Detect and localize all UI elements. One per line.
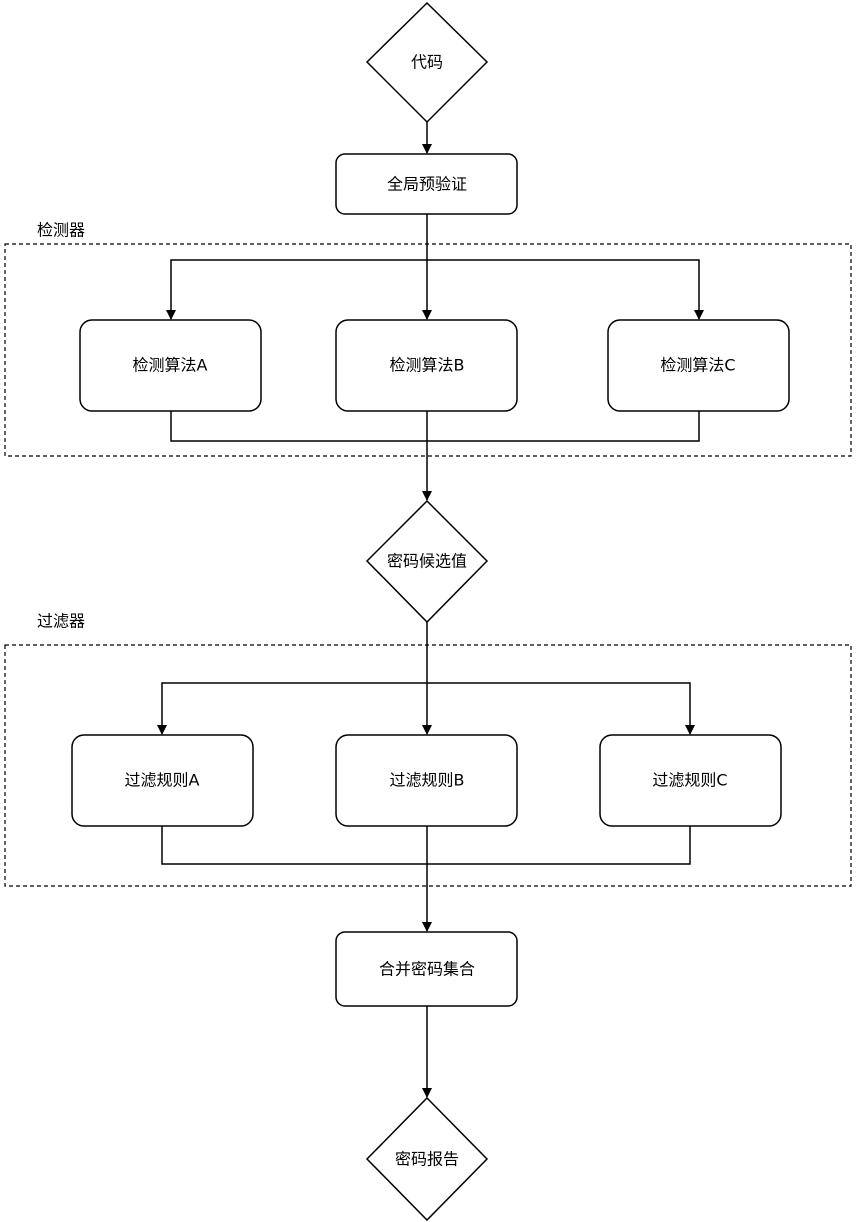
node-filter-b-label: 过滤规则B <box>390 771 465 790</box>
detector-group: 检测器 <box>4 221 852 457</box>
node-code-label: 代码 <box>411 53 443 72</box>
node-password-candidates-label: 密码候选值 <box>387 552 467 571</box>
node-detect-c-label: 检测算法C <box>660 356 735 375</box>
node-detect-a-label: 检测算法A <box>133 356 208 375</box>
edge-precheck-to-detect-c <box>427 259 704 320</box>
node-merge-password-set-label: 合并密码集合 <box>379 960 475 979</box>
node-detect-b: 检测算法B <box>335 319 518 412</box>
node-merge-password-set: 合并密码集合 <box>335 931 518 1007</box>
filter-group-border <box>4 644 852 887</box>
node-global-precheck-label: 全局预验证 <box>387 175 467 194</box>
merge-password-set-box <box>335 931 518 1007</box>
edges <box>157 122 704 1098</box>
node-password-candidates: 密码候选值 <box>365 499 489 624</box>
node-detect-c: 检测算法C <box>607 319 790 412</box>
node-filter-a: 过滤规则A <box>71 734 254 827</box>
detect-b-box <box>335 319 518 412</box>
password-report-diamond <box>365 1096 489 1222</box>
node-code: 代码 <box>365 1 489 124</box>
filter-b-box <box>335 734 518 827</box>
filter-a-box <box>71 734 254 827</box>
node-detect-b-label: 检测算法B <box>390 356 465 375</box>
detect-c-box <box>607 319 790 412</box>
password-candidates-diamond <box>365 499 489 624</box>
detect-a-box <box>79 319 262 412</box>
edge-detectors-join <box>170 411 700 442</box>
detector-group-border <box>4 243 852 457</box>
detector-group-title: 检测器 <box>37 221 85 240</box>
node-password-report: 密码报告 <box>365 1096 489 1222</box>
node-filter-c-label: 过滤规则C <box>652 771 727 790</box>
node-filter-c: 过滤规则C <box>599 734 782 827</box>
code-diamond <box>365 1 489 124</box>
node-global-precheck: 全局预验证 <box>335 153 518 215</box>
filter-group: 过滤器 <box>4 612 852 887</box>
node-filter-b: 过滤规则B <box>335 734 518 827</box>
edge-candidates-to-filter-a <box>157 682 427 735</box>
filter-group-title: 过滤器 <box>37 612 85 631</box>
node-filter-a-label: 过滤规则A <box>125 771 200 790</box>
edge-precheck-to-detect-a <box>166 259 427 320</box>
filter-c-box <box>599 734 782 827</box>
edge-filters-join <box>161 826 691 865</box>
edge-candidates-to-filter-c <box>427 682 695 735</box>
node-detect-a: 检测算法A <box>79 319 262 412</box>
node-password-report-label: 密码报告 <box>395 1150 459 1169</box>
global-precheck-box <box>335 153 518 215</box>
